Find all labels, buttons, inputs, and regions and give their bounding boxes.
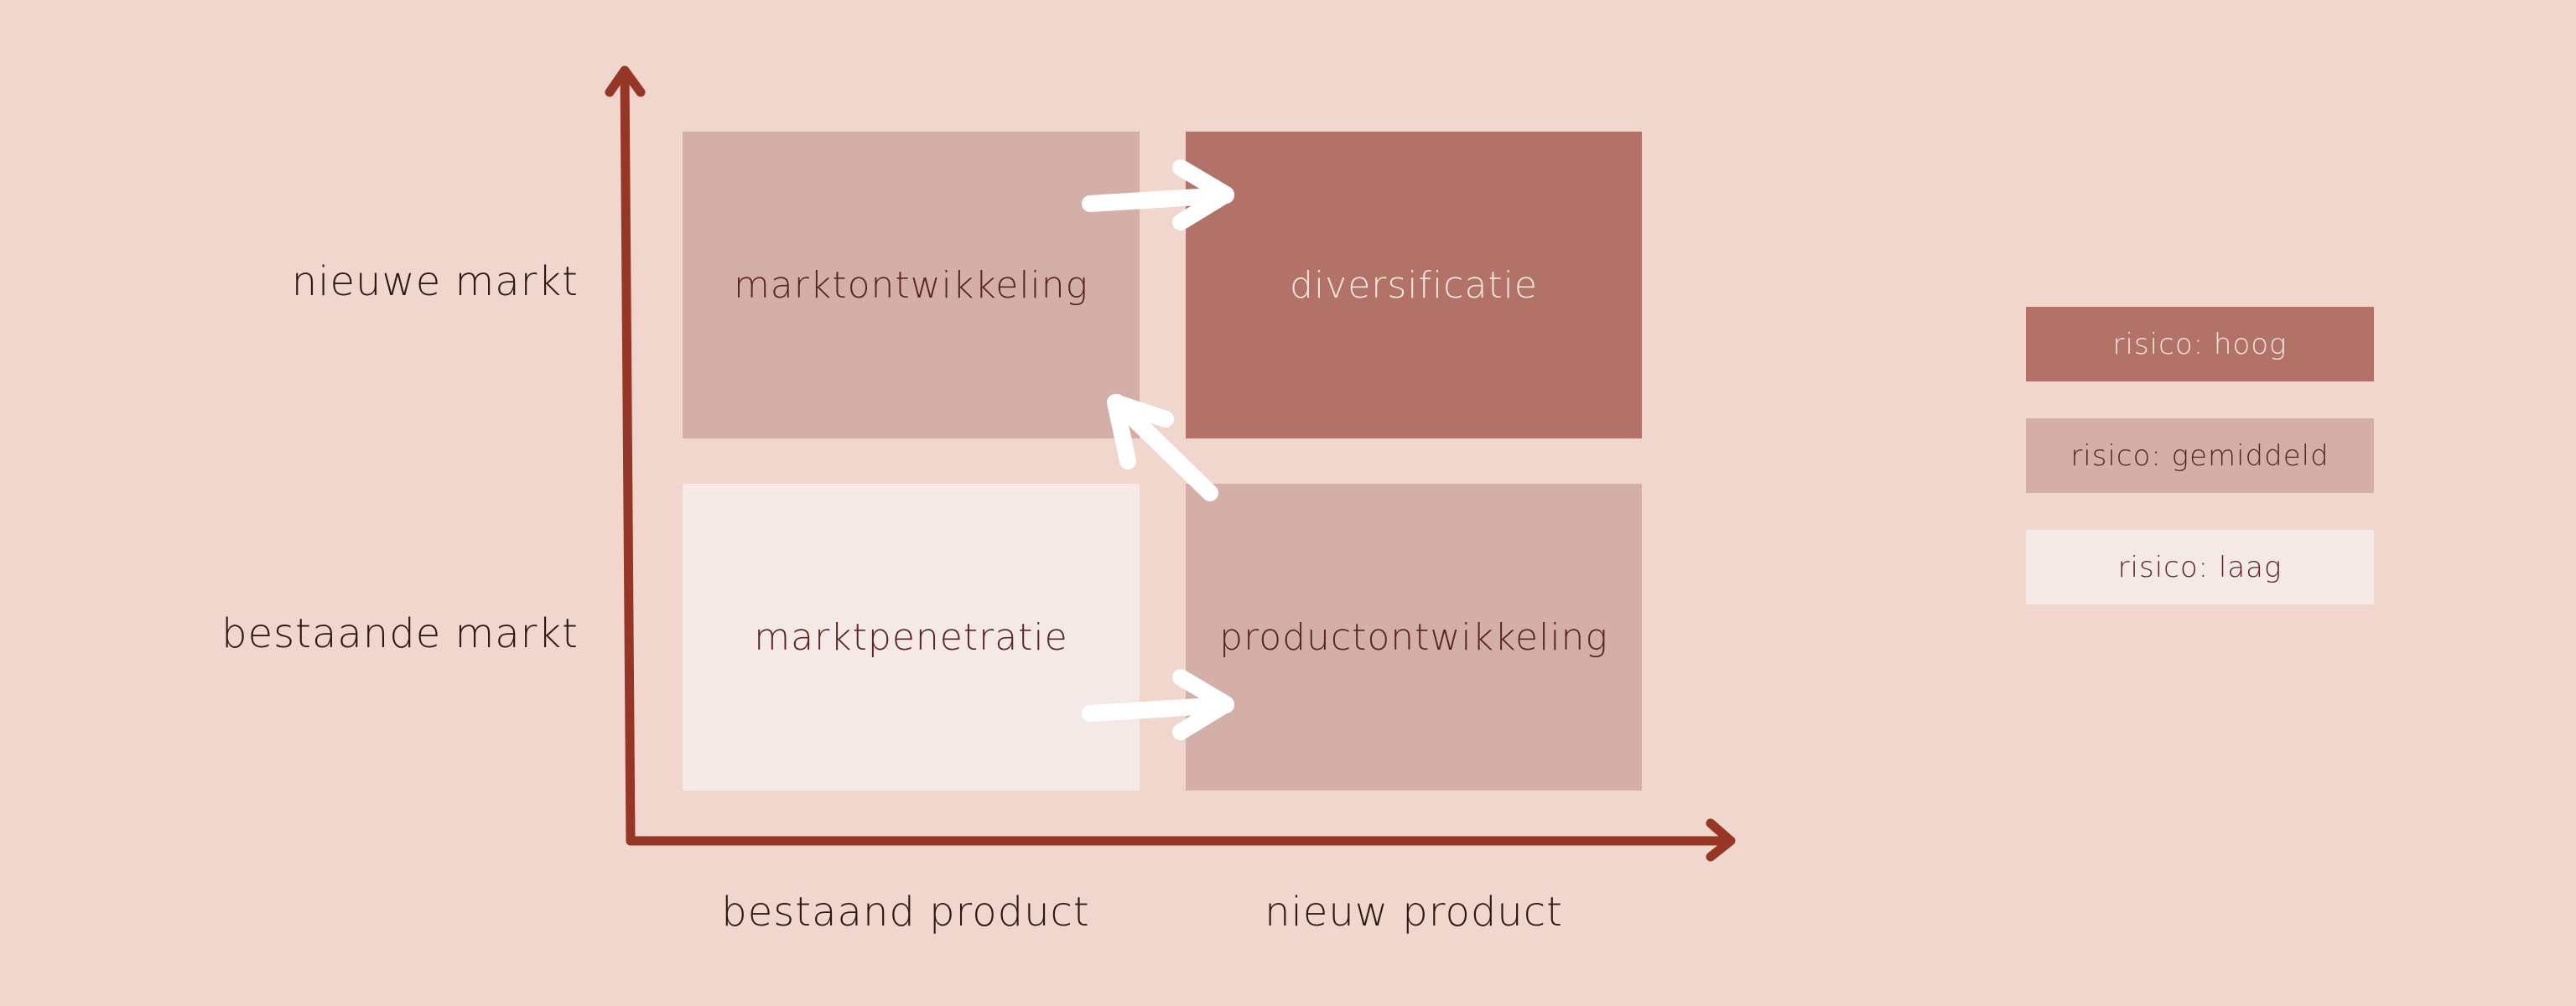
x-axis — [626, 818, 1736, 862]
y-label-existing-market: bestaande markt — [221, 610, 579, 657]
x-label-existing-product: bestaand product — [721, 889, 1090, 936]
y-axis — [605, 65, 646, 846]
arrow-right-icon — [1082, 669, 1234, 740]
quadrant-market-penetration: marktpenetratie — [683, 484, 1140, 791]
quadrant-product-development: productontwikkeling — [1186, 484, 1642, 791]
legend-risk-low: risico: laag — [2026, 530, 2374, 604]
quadrant-market-development: marktontwikkeling — [683, 132, 1140, 438]
arrow-right-icon — [1082, 159, 1234, 231]
arrow-diagonal-icon — [1107, 394, 1218, 501]
legend-risk-medium: risico: gemiddeld — [2026, 418, 2374, 493]
x-label-new-product: nieuw product — [1265, 889, 1563, 936]
quadrant-diversification: diversificatie — [1186, 132, 1642, 438]
y-label-new-market: nieuwe markt — [291, 258, 579, 305]
legend-risk-high: risico: hoog — [2026, 307, 2374, 381]
